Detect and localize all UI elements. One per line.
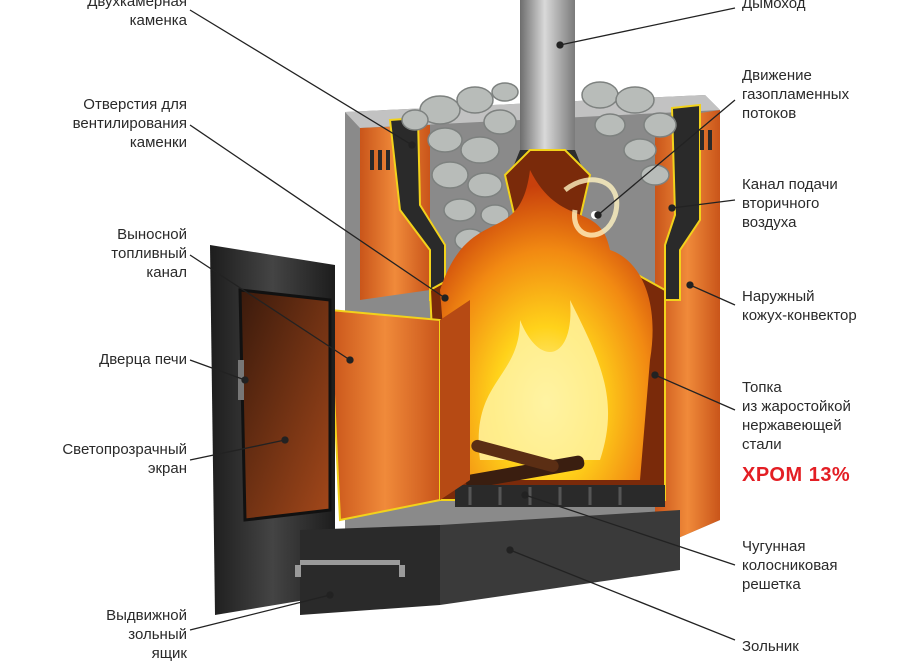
label-firebox: Топка из жаростойкой нержавеющей стали [742, 379, 851, 453]
label-stove-door: Дверца печи [99, 351, 187, 368]
fuel-channel [328, 300, 470, 522]
stove-door [210, 245, 335, 615]
label-cast-iron-grate: Чугунная колосниковая решетка [742, 538, 838, 593]
label-fuel-channel: Выносной топливный канал [111, 226, 187, 281]
label-vent-holes: Отверстия для вентилирования каменки [72, 96, 187, 151]
leader-lines [189, 7, 736, 641]
heater-compartment [360, 103, 712, 301]
label-secondary-air: Канал подачи вторичного воздуха [742, 176, 838, 231]
firebox [428, 149, 666, 501]
label-outer-convector: Наружный кожух-конвектор [742, 288, 857, 324]
label-ash-pan: Зольник [742, 638, 799, 655]
label-glass-screen: Светопрозрачный экран [62, 441, 187, 477]
label-gas-flame-flow: Движение газопламенных потоков [742, 67, 850, 122]
chrome-badge: ХРОМ 13% [742, 464, 851, 486]
sauna-stones [401, 81, 677, 252]
logs-and-grate [455, 439, 665, 507]
label-chimney: Дымоход [742, 0, 806, 12]
ash-drawer [295, 510, 680, 615]
chimney-pipe [510, 0, 585, 175]
label-ash-drawer: Выдвижной зольный ящик [106, 607, 187, 662]
label-two-chamber-heater: Двухкамерная каменка [87, 0, 187, 29]
